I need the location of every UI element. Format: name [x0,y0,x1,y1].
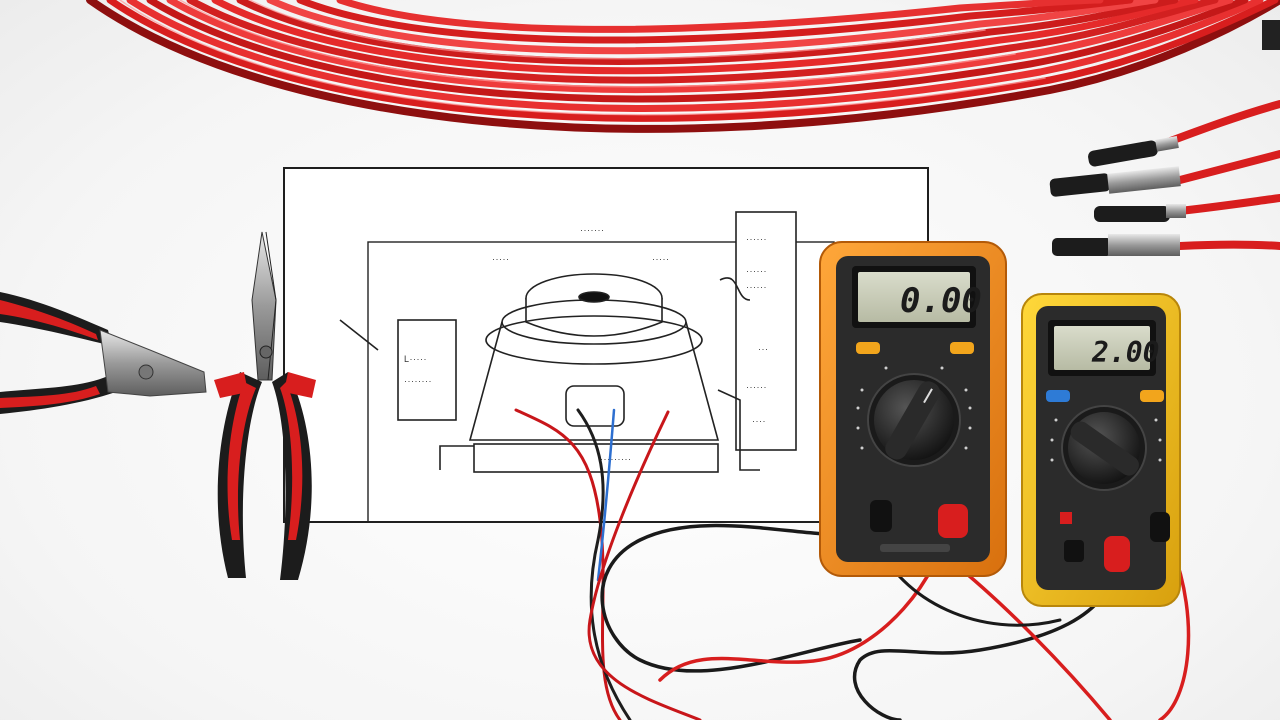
diagram-label-right-1: ······ [746,234,767,244]
lcd-display-large [858,272,970,322]
diagram-label-right-3: ······ [746,282,767,292]
diagram-label-right-4: ··· [758,344,769,354]
diagram-label-tr: ····· [652,254,670,264]
wire-coil-bundle [86,0,1280,133]
meter-large-probe-red[interactable] [938,504,968,538]
meter-small-com-jack[interactable] [1150,512,1170,542]
diagram-label-bottom: ········· [600,454,631,464]
meter-large-button-right[interactable] [950,342,974,354]
lcd-value-large: 0.00 [900,281,982,321]
diagram-label-right-5: ······ [746,382,767,392]
lcd-value-small: 2.00 [1091,336,1159,369]
multimeter-small: 2.00 [1021,293,1181,607]
multimeter-large: 0.00 [819,241,1007,577]
meter-small-button-left[interactable] [1046,390,1070,402]
needle-nose-pliers [214,231,316,580]
meter-small-probe-red[interactable] [1104,536,1130,572]
diagram-label-right-2: ······ [746,266,767,276]
wire-terminals [1049,100,1280,256]
diagram-label-top: ······· [580,225,604,235]
meter-large-com-jack[interactable] [870,500,892,532]
lcd-display-small [1054,326,1150,370]
diagram-label-tl: ····· [492,254,510,264]
diagram-label-box-2: ········ [404,376,432,386]
side-cutters [0,292,207,414]
diagram-label-right-6: ···· [752,416,766,426]
meter-large-button-left[interactable] [856,342,880,354]
test-leads [514,408,1191,720]
diagram-label-box-1: L····· [404,354,427,364]
meter-small-button-right[interactable] [1140,390,1164,402]
